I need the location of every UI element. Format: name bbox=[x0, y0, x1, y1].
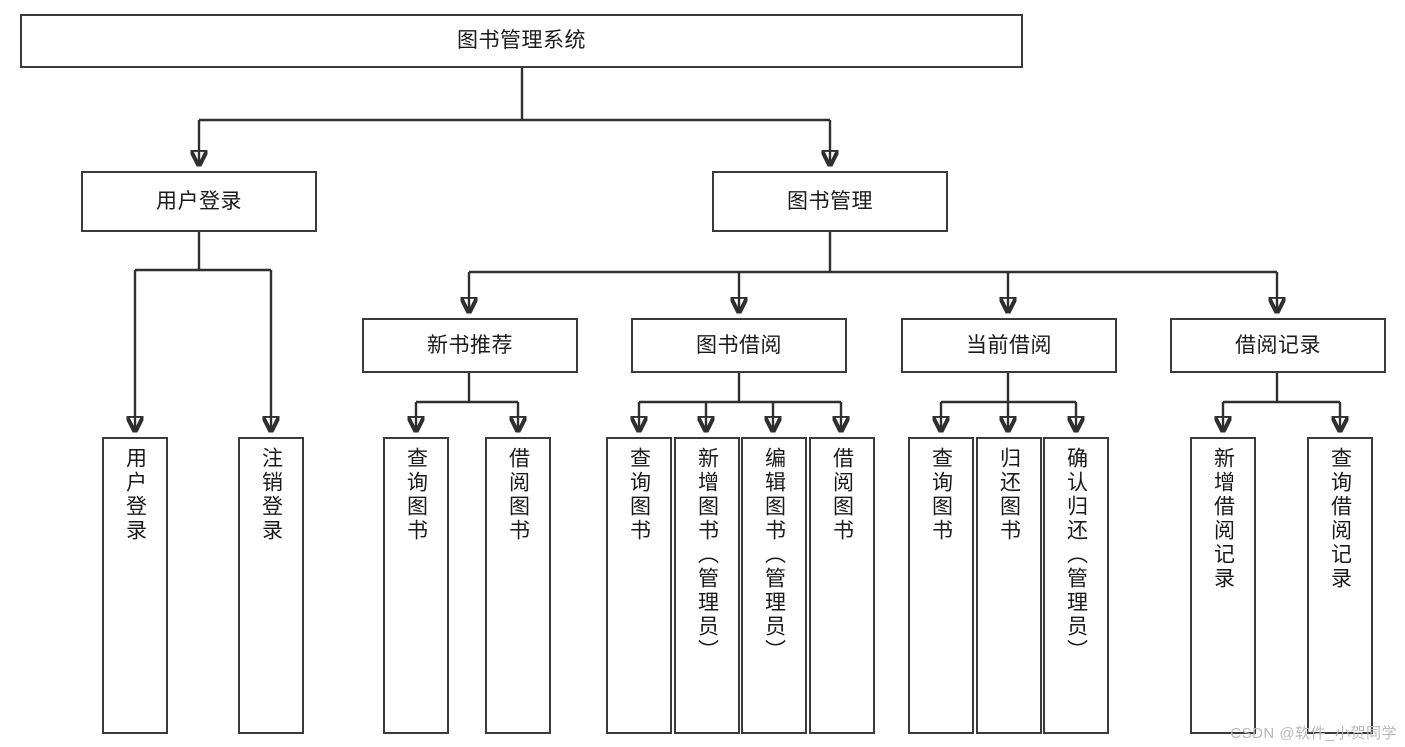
node-leaf-confirm-return[interactable]: 确认归还（管理员） bbox=[1043, 437, 1109, 734]
node-user-login-label: 用户登录 bbox=[156, 189, 242, 213]
node-borrow-record[interactable]: 借阅记录 bbox=[1170, 318, 1386, 373]
node-leaf-edit-book-label: 编辑图书（管理员） bbox=[762, 447, 786, 663]
node-leaf-query-record-label: 查询借阅记录 bbox=[1328, 447, 1352, 591]
node-leaf-user-login-label: 用户登录 bbox=[123, 447, 147, 543]
node-leaf-logout-label: 注销登录 bbox=[259, 447, 283, 543]
node-leaf-query-book-3-label: 查询图书 bbox=[929, 447, 953, 543]
node-root[interactable]: 图书管理系统 bbox=[20, 14, 1023, 68]
node-leaf-add-book[interactable]: 新增图书（管理员） bbox=[674, 437, 740, 734]
node-user-login[interactable]: 用户登录 bbox=[81, 171, 317, 232]
node-leaf-add-record[interactable]: 新增借阅记录 bbox=[1190, 437, 1256, 734]
node-current-borrow[interactable]: 当前借阅 bbox=[901, 318, 1117, 373]
node-new-book-rec-label: 新书推荐 bbox=[427, 333, 513, 357]
node-borrow-record-label: 借阅记录 bbox=[1235, 333, 1321, 357]
node-leaf-query-book-2[interactable]: 查询图书 bbox=[606, 437, 672, 734]
node-leaf-add-record-label: 新增借阅记录 bbox=[1211, 447, 1235, 591]
node-leaf-query-book-1-label: 查询图书 bbox=[404, 447, 428, 543]
node-leaf-borrow-book-1[interactable]: 借阅图书 bbox=[485, 437, 551, 734]
node-leaf-query-book-2-label: 查询图书 bbox=[627, 447, 651, 543]
node-leaf-user-login[interactable]: 用户登录 bbox=[102, 437, 168, 734]
watermark: CSDN @软件_小贺同学 bbox=[1230, 725, 1397, 742]
node-book-manage-label: 图书管理 bbox=[787, 189, 873, 213]
node-root-label: 图书管理系统 bbox=[457, 29, 586, 53]
node-leaf-edit-book[interactable]: 编辑图书（管理员） bbox=[741, 437, 807, 734]
node-leaf-return-book[interactable]: 归还图书 bbox=[976, 437, 1042, 734]
node-current-borrow-label: 当前借阅 bbox=[966, 333, 1052, 357]
node-leaf-logout[interactable]: 注销登录 bbox=[238, 437, 304, 734]
node-leaf-borrow-book-2-label: 借阅图书 bbox=[830, 447, 854, 543]
node-leaf-query-record[interactable]: 查询借阅记录 bbox=[1307, 437, 1373, 734]
node-book-manage[interactable]: 图书管理 bbox=[712, 171, 948, 232]
node-leaf-return-book-label: 归还图书 bbox=[997, 447, 1021, 543]
node-leaf-borrow-book-2[interactable]: 借阅图书 bbox=[809, 437, 875, 734]
node-new-book-rec[interactable]: 新书推荐 bbox=[362, 318, 578, 373]
node-leaf-query-book-3[interactable]: 查询图书 bbox=[908, 437, 974, 734]
node-leaf-borrow-book-1-label: 借阅图书 bbox=[506, 447, 530, 543]
node-book-borrow[interactable]: 图书借阅 bbox=[631, 318, 847, 373]
node-book-borrow-label: 图书借阅 bbox=[696, 333, 782, 357]
node-leaf-add-book-label: 新增图书（管理员） bbox=[695, 447, 719, 663]
node-leaf-confirm-return-label: 确认归还（管理员） bbox=[1064, 447, 1088, 663]
node-leaf-query-book-1[interactable]: 查询图书 bbox=[383, 437, 449, 734]
